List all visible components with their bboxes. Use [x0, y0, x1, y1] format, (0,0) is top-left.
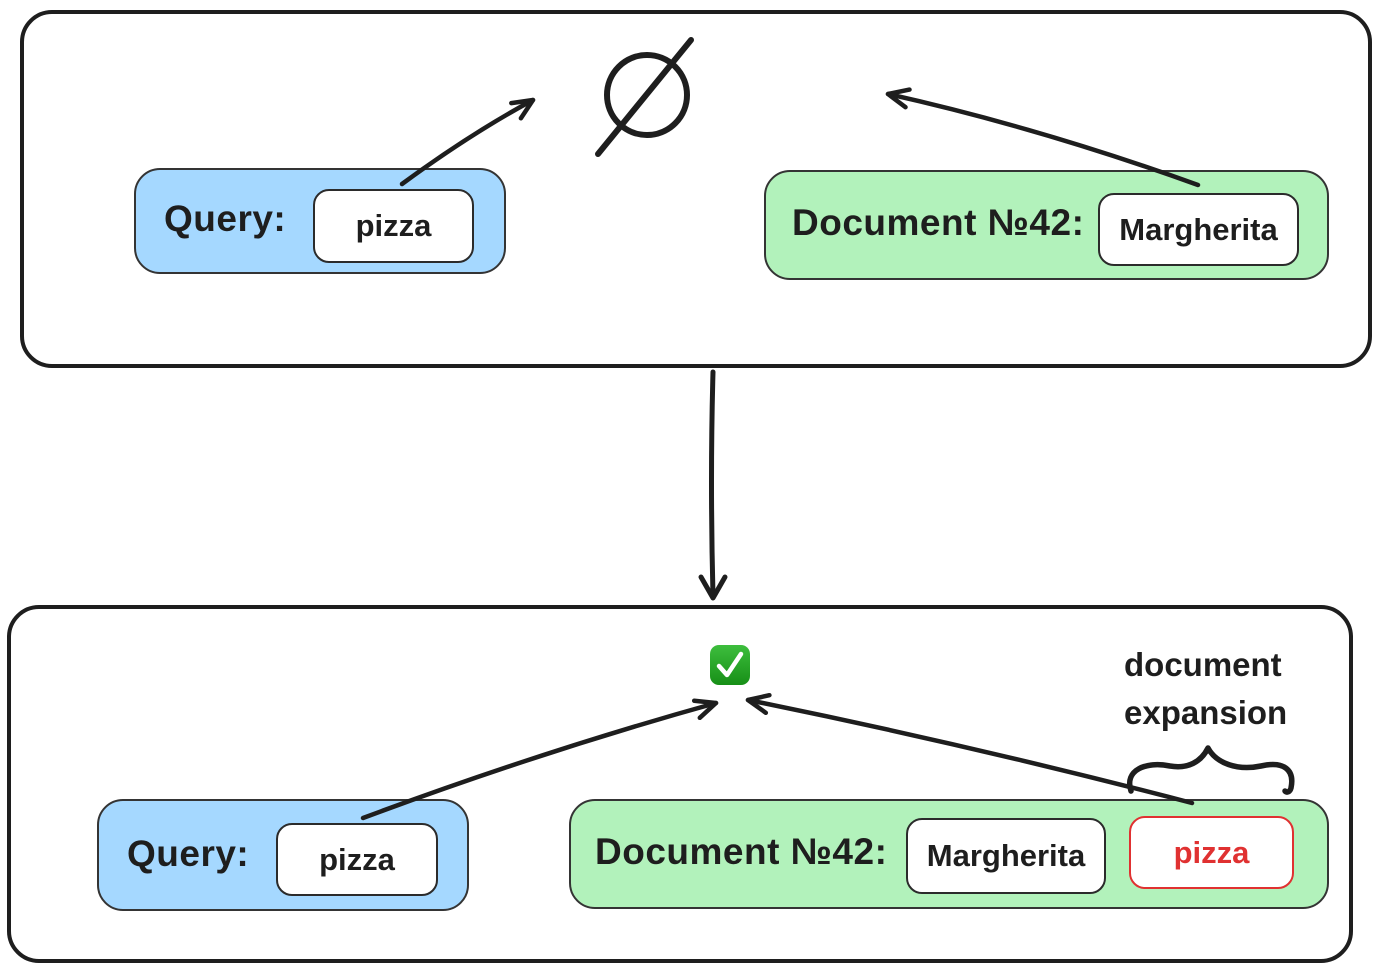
- expansion-term: pizza: [1173, 834, 1250, 870]
- arrow-panel-transition: [698, 369, 728, 601]
- document-term-box: Margherita: [1098, 193, 1299, 266]
- query-term: pizza: [319, 841, 395, 877]
- document-term: Margherita: [1119, 211, 1278, 247]
- after-expansion-panel: document expansion Query: pizza Document…: [7, 605, 1353, 963]
- expansion-term-box: pizza: [1129, 816, 1294, 889]
- document-pill: Document №42: Margherita pizza: [569, 799, 1329, 909]
- document-label: Document №42:: [792, 202, 1085, 243]
- query-label: Query:: [164, 198, 287, 239]
- before-expansion-panel: Query: pizza Document №42: Margherita: [20, 10, 1372, 368]
- query-term-box: pizza: [276, 823, 438, 896]
- query-pill: Query: pizza: [134, 168, 506, 274]
- document-label: Document №42:: [595, 831, 888, 872]
- query-pill: Query: pizza: [97, 799, 469, 911]
- query-label: Query:: [127, 833, 250, 874]
- document-pill: Document №42: Margherita: [764, 170, 1329, 280]
- document-term: Margherita: [926, 838, 1086, 873]
- document-expansion-annotation: document expansion: [1124, 646, 1288, 731]
- query-term: pizza: [355, 208, 432, 243]
- document-term-box: Margherita: [906, 818, 1106, 894]
- query-term-box: pizza: [313, 189, 474, 263]
